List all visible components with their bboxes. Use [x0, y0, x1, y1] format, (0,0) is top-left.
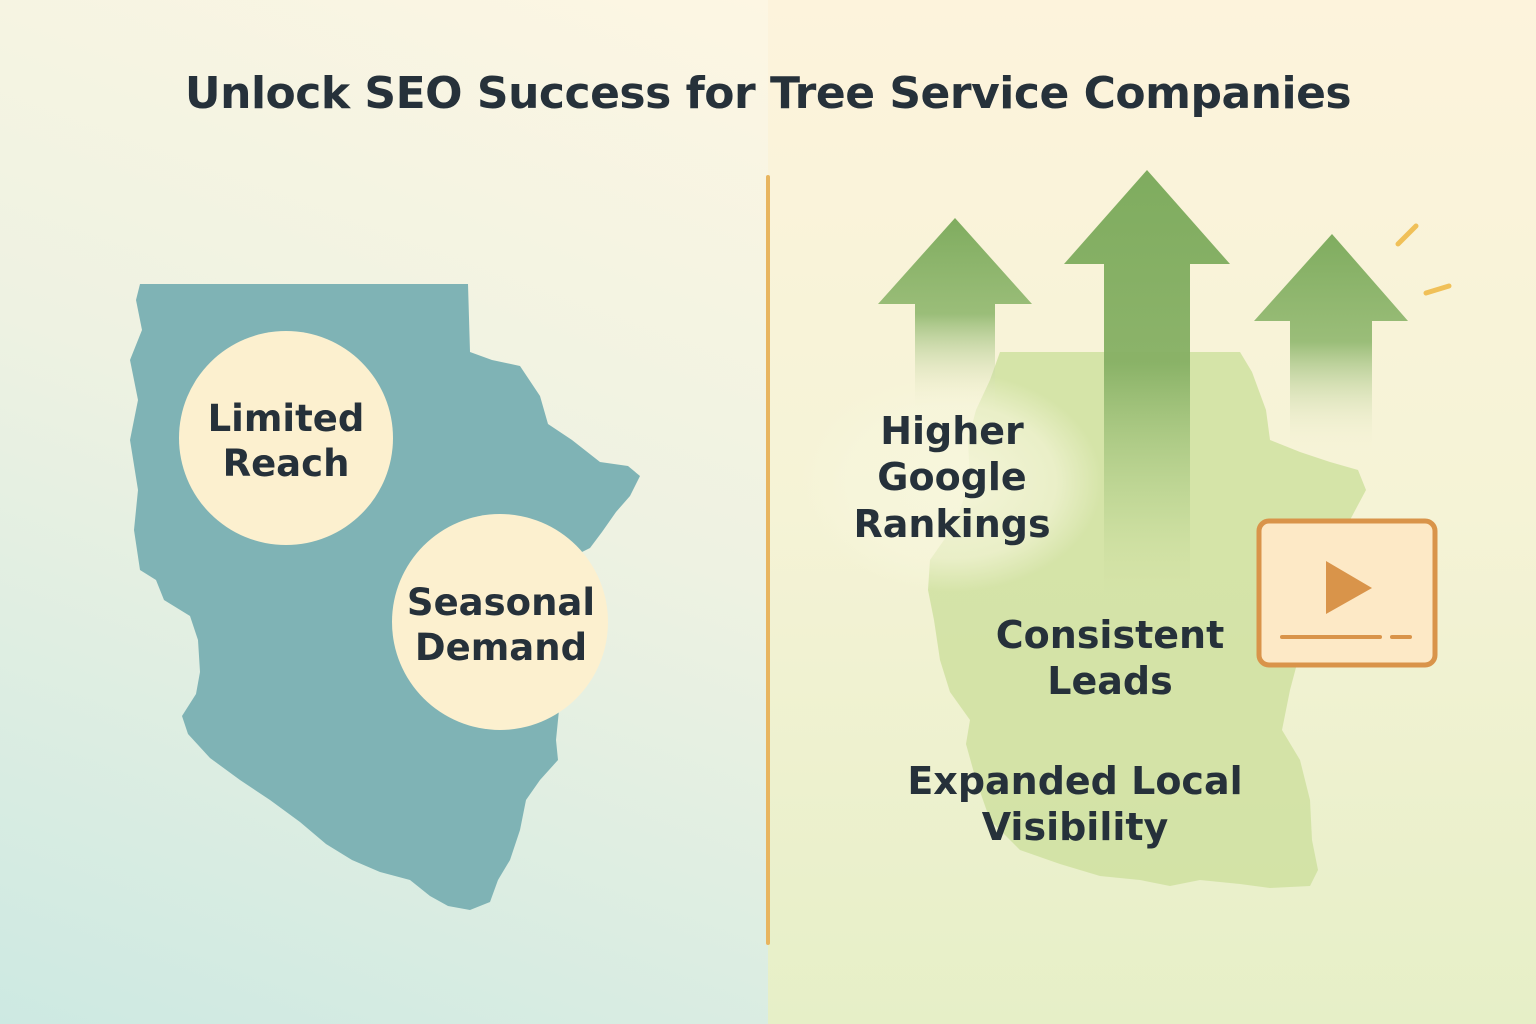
benefit-label-expanded-local-visibility: Expanded Local Visibility — [890, 758, 1260, 851]
benefit-label-line: Google — [877, 455, 1027, 500]
challenge-label-limited-reach: Limited Reach — [186, 396, 386, 486]
center-divider — [766, 175, 770, 945]
benefit-label-line: Leads — [1047, 659, 1173, 704]
challenge-circle-limited-reach — [179, 331, 393, 545]
page-title: Unlock SEO Success for Tree Service Comp… — [184, 68, 1352, 119]
benefit-label-line: Higher — [880, 409, 1024, 453]
benefit-label-line: Consistent — [995, 613, 1225, 657]
video-play-icon — [1256, 518, 1438, 668]
challenge-label-line: Seasonal — [406, 581, 596, 624]
benefit-label-line: Expanded Local — [907, 759, 1243, 803]
sparkle-icon — [1395, 223, 1452, 296]
challenge-label-line: Reach — [222, 442, 350, 486]
up-arrow-icon — [878, 218, 1032, 410]
challenge-label-line: Demand — [414, 626, 588, 670]
benefit-label-line: Visibility — [981, 805, 1169, 850]
benefit-label-line: Rankings — [853, 501, 1051, 546]
challenge-label-seasonal-demand: Seasonal Demand — [396, 580, 606, 670]
up-arrow-icon — [1254, 234, 1408, 450]
benefit-label-consistent-leads: Consistent Leads — [980, 612, 1240, 705]
challenge-circle-seasonal-demand — [392, 514, 608, 730]
benefit-label-higher-google-rankings: Higher Google Rankings — [840, 408, 1064, 547]
up-arrow-icon — [1064, 170, 1230, 600]
challenge-label-line: Limited — [207, 397, 365, 440]
label-glow — [802, 372, 1102, 592]
